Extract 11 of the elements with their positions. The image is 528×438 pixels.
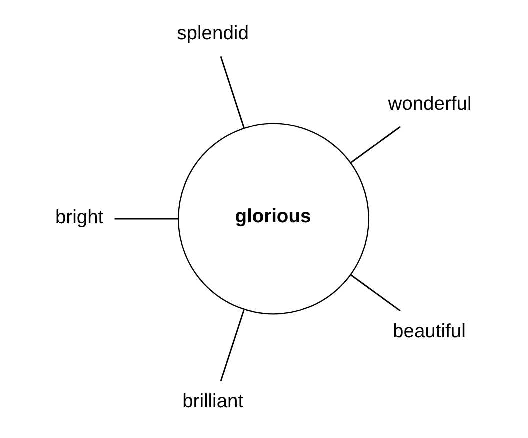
connector <box>350 126 401 164</box>
node-text: splendid <box>177 23 249 44</box>
connector <box>220 56 245 128</box>
node-circle: glorious <box>178 123 370 315</box>
connector <box>114 218 178 220</box>
connector <box>350 274 401 312</box>
node-text: wonderful <box>388 94 472 115</box>
node-text: beautiful <box>393 321 466 342</box>
node-text: bright <box>55 208 104 229</box>
connector <box>220 310 245 382</box>
node-text: brilliant <box>182 392 244 413</box>
